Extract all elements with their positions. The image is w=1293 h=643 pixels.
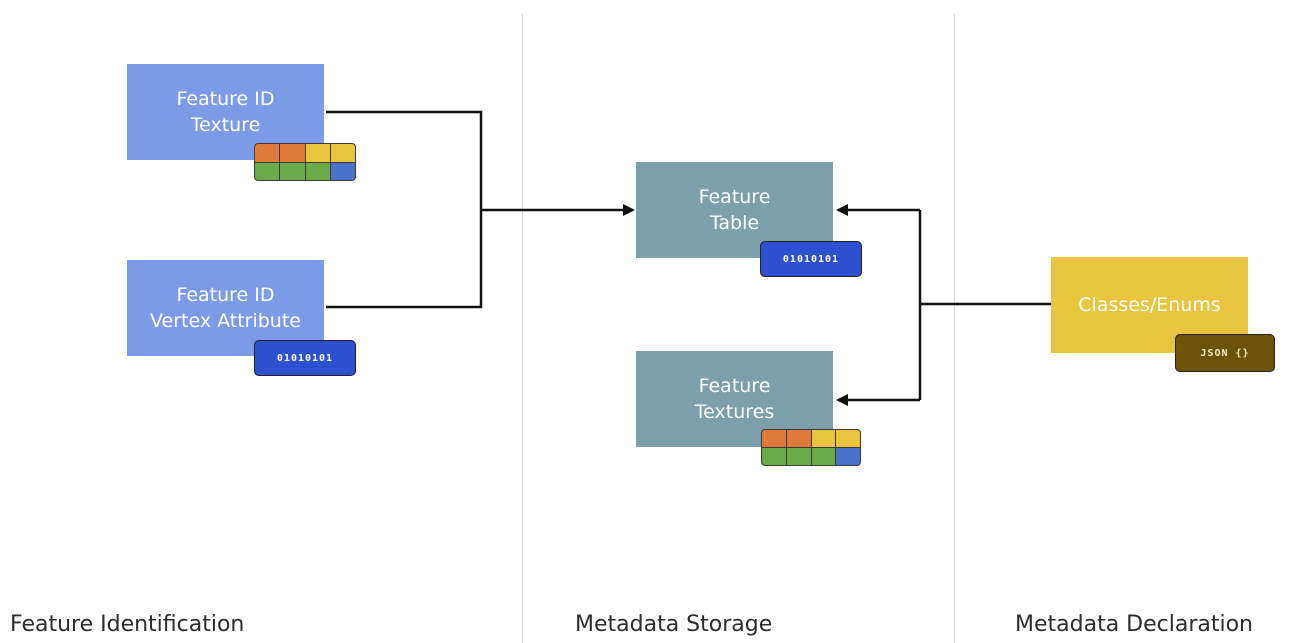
texture-grid-cell xyxy=(811,448,836,465)
texture-grid-cell xyxy=(762,430,786,447)
feature-id-vertex-line2: Vertex Attribute xyxy=(149,310,301,332)
section-label-metadata-declaration: Metadata Declaration xyxy=(1015,612,1254,637)
texture-grid-cell xyxy=(305,144,330,162)
texture-grid-cell xyxy=(280,162,305,180)
texture-grid-cell xyxy=(330,144,355,162)
connector-vertex-to-join xyxy=(326,210,483,309)
feature-id-texture-line2: Texture xyxy=(190,114,261,136)
texture-grid-cell xyxy=(280,144,305,162)
texture-grid-cell xyxy=(811,430,836,447)
json-badge: JSON {} xyxy=(1175,334,1275,372)
section-divider xyxy=(522,14,523,643)
texture-grid-cell xyxy=(762,448,786,465)
texture-grid-icon xyxy=(254,143,356,181)
section-label-feature-identification: Feature Identification xyxy=(10,612,245,637)
section-divider xyxy=(954,14,955,643)
section-label-metadata-storage: Metadata Storage xyxy=(575,612,773,637)
feature-id-texture-box: Feature ID Texture xyxy=(127,64,324,160)
binary-badge: 01010101 xyxy=(760,241,862,277)
feature-textures-line1: Feature xyxy=(698,375,771,397)
texture-grid-cell xyxy=(255,162,280,180)
texture-grid-cell xyxy=(330,162,355,180)
classes-enums-label: Classes/Enums xyxy=(1078,294,1221,316)
texture-grid-cell xyxy=(255,144,280,162)
feature-textures-line2: Textures xyxy=(694,401,775,423)
feature-id-vertex-line1: Feature ID xyxy=(176,284,275,306)
texture-grid-cell xyxy=(836,448,860,465)
texture-grid-cell xyxy=(786,448,811,465)
feature-table-line1: Feature xyxy=(698,186,771,208)
feature-table-line2: Table xyxy=(709,212,760,234)
texture-grid-cell xyxy=(836,430,860,447)
texture-grid-cell xyxy=(786,430,811,447)
connector-texture-to-join xyxy=(326,110,483,210)
binary-badge: 01010101 xyxy=(254,340,356,376)
texture-grid-icon xyxy=(761,429,861,466)
texture-grid-cell xyxy=(305,162,330,180)
feature-id-texture-line1: Feature ID xyxy=(176,88,275,110)
